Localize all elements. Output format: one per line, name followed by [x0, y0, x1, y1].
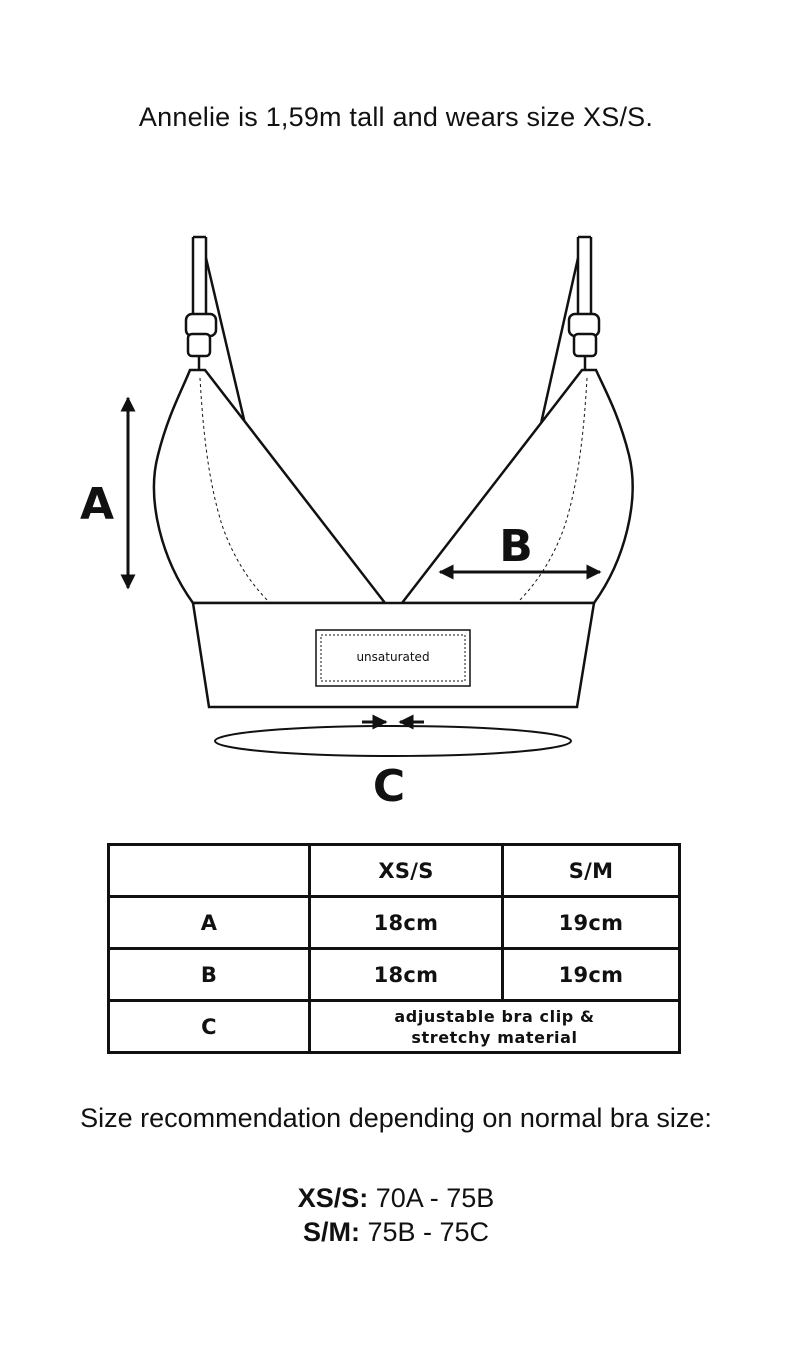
brand-label-text: unsaturated	[356, 650, 429, 664]
recommendation-range: 70A - 75B	[368, 1183, 495, 1213]
right-strap	[538, 235, 593, 429]
table-row: C adjustable bra clip & stretchy materia…	[107, 999, 681, 1054]
table-row-label: B	[107, 947, 311, 1002]
table-row: A 18cm 19cm	[107, 895, 681, 950]
left-cup	[152, 368, 388, 605]
recommendation-item: XS/S: 70A - 75B	[0, 1181, 792, 1215]
recommendation-item: S/M: 75B - 75C	[0, 1215, 792, 1249]
table-header-cell: XS/S	[308, 843, 504, 898]
recommendation-size: S/M:	[302, 1217, 360, 1247]
recommendation-range: 75B - 75C	[359, 1217, 490, 1247]
table-note-cell: adjustable bra clip & stretchy material	[308, 999, 681, 1054]
dimension-c-ellipse	[214, 714, 572, 757]
table-cell: 18cm	[308, 895, 504, 950]
right-cup	[399, 368, 634, 605]
table-note-line: stretchy material	[411, 1027, 578, 1047]
underband: unsaturated	[191, 601, 596, 709]
left-strap-slider-icon	[184, 312, 218, 370]
size-table: XS/S S/M A 18cm 19cm B 18cm 19cm C adjus…	[107, 843, 681, 1054]
intro-text: Annelie is 1,59m tall and wears size XS/…	[138, 102, 654, 132]
table-note-line: adjustable bra clip &	[394, 1006, 595, 1026]
bra-size-diagram: unsaturated A B C	[80, 235, 634, 812]
table-header-cell	[107, 843, 311, 898]
recommendation-list: XS/S: 70A - 75B S/M: 75B - 75C	[0, 1181, 792, 1249]
dimension-b-label: B	[499, 521, 533, 572]
brand-label-patch	[315, 629, 471, 687]
table-cell: 19cm	[501, 947, 681, 1002]
dimension-c-label: C	[373, 761, 405, 812]
table-header-cell: S/M	[501, 843, 681, 898]
recommendation-heading: Size recommendation depending on normal …	[80, 1103, 712, 1133]
table-header-row: XS/S S/M	[107, 843, 681, 898]
table-row: B 18cm 19cm	[107, 947, 681, 1002]
table-row-label: C	[107, 999, 311, 1054]
dimension-a-label: A	[80, 479, 114, 530]
table-cell: 18cm	[308, 947, 504, 1002]
left-strap	[191, 235, 248, 429]
recommendation-size: XS/S:	[297, 1183, 369, 1213]
right-strap-slider-icon	[567, 312, 601, 370]
table-cell: 19cm	[501, 895, 681, 950]
table-row-label: A	[107, 895, 311, 950]
